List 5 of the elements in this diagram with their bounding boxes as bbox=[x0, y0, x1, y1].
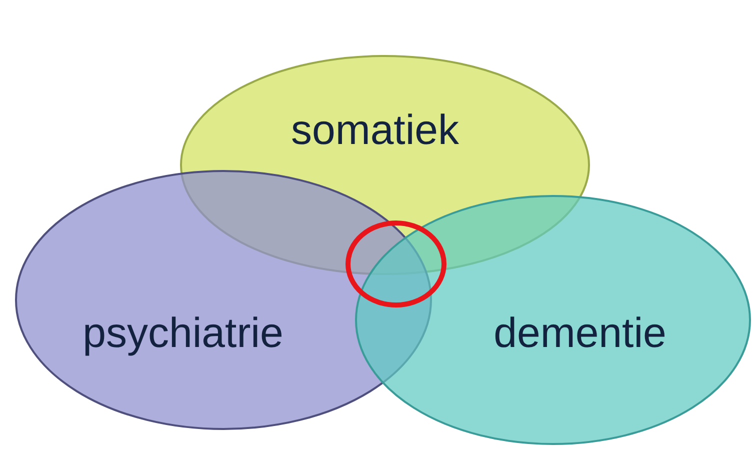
venn-ellipse bbox=[355, 195, 751, 445]
ellipse-label: somatiek bbox=[290, 106, 460, 154]
highlight-ring bbox=[345, 220, 447, 308]
ellipse-label: psychiatrie bbox=[82, 309, 284, 357]
ellipse-label: dementie bbox=[494, 309, 666, 357]
